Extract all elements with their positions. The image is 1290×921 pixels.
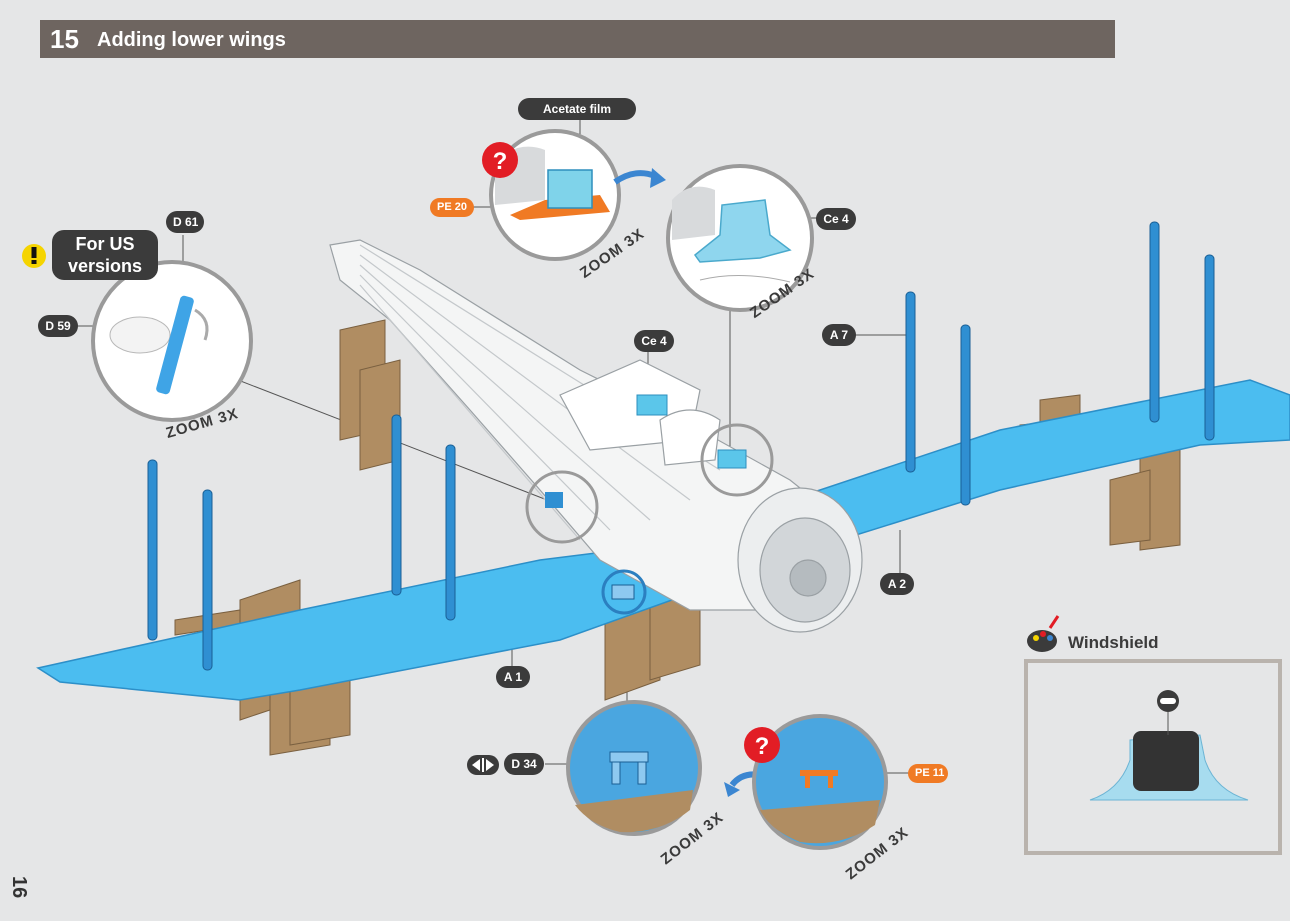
label-acetate-film: Acetate film <box>518 98 636 120</box>
warning-icon <box>22 244 46 268</box>
highlight-ce4 <box>700 423 774 497</box>
zoom-circle-pe20 <box>489 129 621 261</box>
for-us-line2: versions <box>67 256 143 276</box>
paint-palette-icon <box>1027 615 1060 652</box>
svg-text:?: ? <box>755 733 770 760</box>
question-icon: ? <box>482 142 518 178</box>
windshield-box <box>1024 659 1282 855</box>
label-pe20: PE 20 <box>430 198 474 217</box>
highlight-d61 <box>525 470 599 544</box>
flip-arrows-icon <box>467 755 499 775</box>
label-d59: D 59 <box>38 315 78 337</box>
label-a7: A 7 <box>822 324 856 346</box>
mask-icon <box>1157 690 1179 735</box>
label-pe11: PE 11 <box>908 764 948 783</box>
part-a1-left-wing <box>36 539 701 701</box>
label-a1: A 1 <box>496 666 530 688</box>
question-icon: ? <box>744 727 780 763</box>
step-number: 15 <box>50 24 79 54</box>
strut <box>147 459 158 641</box>
label-ce4-zoom: Ce 4 <box>816 208 856 230</box>
windshield-mask-area <box>1133 731 1199 791</box>
windshield-title: Windshield <box>1068 633 1159 652</box>
label-a2: A 2 <box>880 573 914 595</box>
label-d34: D 34 <box>504 753 544 775</box>
label-d61: D 61 <box>166 211 204 233</box>
zoom-circle-d61-d59 <box>91 260 253 422</box>
highlight-d34 <box>601 569 647 615</box>
for-us-line1: For US <box>75 234 135 254</box>
svg-text:?: ? <box>493 148 508 175</box>
zoom-circle-ce4 <box>666 164 814 312</box>
label-ce4: Ce 4 <box>634 330 674 352</box>
fuselage <box>329 239 863 633</box>
strut-a7 <box>905 291 916 473</box>
zoom-circle-d34 <box>566 700 702 836</box>
step-header: 15 Adding lower wings <box>40 20 1115 58</box>
zoom-circle-pe11 <box>752 714 888 850</box>
canopy-part-ce4 <box>636 394 668 416</box>
curved-arrow-icon <box>613 170 657 185</box>
for-us-versions-badge: For US versions <box>52 230 158 280</box>
step-title: Adding lower wings <box>97 29 286 51</box>
page-number: 16 <box>8 876 30 899</box>
